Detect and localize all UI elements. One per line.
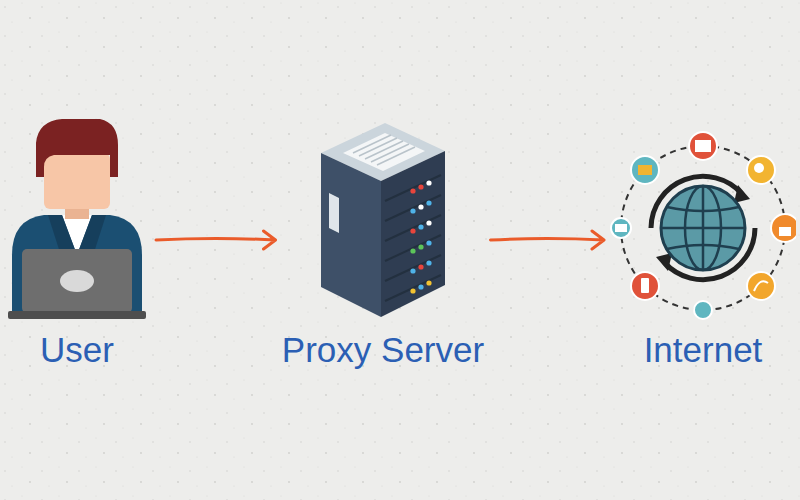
diagram-node: Internet	[608, 115, 798, 370]
diagram-node: User	[2, 115, 152, 370]
internet-globe	[610, 115, 796, 320]
flow-arrow	[156, 231, 276, 249]
node-label: Internet	[644, 330, 763, 370]
node-label: Proxy Server	[282, 330, 484, 370]
node-label: User	[40, 330, 114, 370]
diagram-node: Proxy Server	[280, 115, 487, 370]
user-figure	[4, 115, 150, 320]
flow-arrow	[491, 231, 605, 249]
server-tower	[313, 115, 453, 320]
